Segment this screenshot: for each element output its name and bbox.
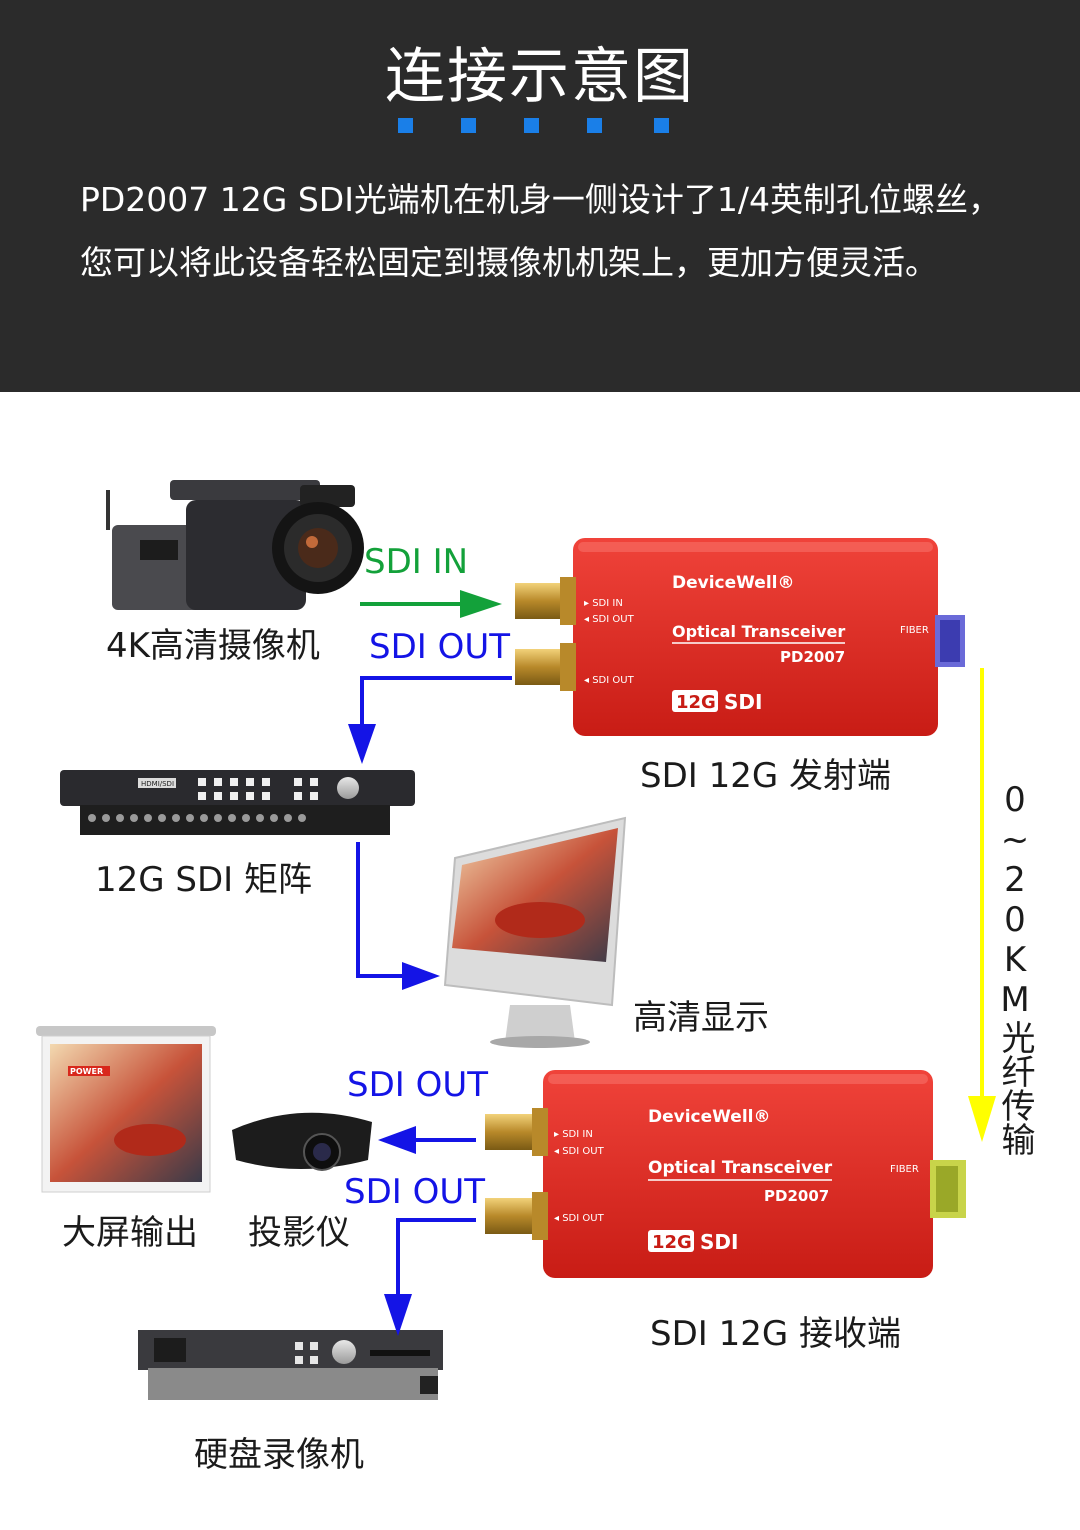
label-camera: 4K高清摄像机 [106, 626, 320, 666]
port-label-in: ▸ SDI IN [584, 598, 623, 609]
arrow-rx-to-projector [378, 1126, 476, 1154]
badge-sdi: SDI [700, 1230, 738, 1254]
port-label-out: ◂ SDI OUT [584, 675, 635, 686]
signal-sdi-out-rx-bottom: SDI OUT [344, 1172, 486, 1212]
projection-screen-image: POWER [36, 1026, 216, 1193]
projector-image [232, 1112, 372, 1171]
model-name: PD2007 [764, 1187, 829, 1205]
label-matrix: 12G SDI 矩阵 [95, 860, 313, 900]
arrow-matrix-to-monitor [356, 842, 440, 990]
label-receiver: SDI 12G 接收端 [650, 1314, 902, 1354]
label-fiber-distance: 0~20KM光纤传输 [995, 780, 1035, 1156]
accent-dot [461, 118, 476, 133]
accent-dot [524, 118, 539, 133]
port-label-out: ◂ SDI OUT [554, 1146, 605, 1157]
matrix-badge: HDMI/SDI [141, 780, 174, 788]
description: PD2007 12G SDI光端机在机身一侧设计了1/4英制孔位螺丝，您可以将此… [80, 180, 1002, 282]
signal-sdi-in: SDI IN [364, 542, 469, 582]
label-monitor: 高清显示 [633, 998, 769, 1038]
brand-logo: DeviceWell® [648, 1107, 771, 1127]
monitor-image [443, 816, 627, 1048]
port-label-out: ◂ SDI OUT [584, 614, 635, 625]
product-name: Optical Transceiver [648, 1158, 833, 1178]
signal-sdi-out-rx-top: SDI OUT [347, 1065, 489, 1105]
arrow-rx-to-recorder [384, 1218, 476, 1336]
recorder-image [138, 1330, 443, 1400]
label-big-screen: 大屏输出 [62, 1213, 198, 1253]
label-transmitter: SDI 12G 发射端 [640, 756, 892, 796]
screen-badge: POWER [70, 1067, 103, 1076]
matrix-image: HDMI/SDI [60, 770, 415, 835]
camera-image [106, 480, 364, 610]
accent-dot [587, 118, 602, 133]
title-dots [398, 118, 684, 134]
badge-sdi: SDI [724, 690, 762, 714]
badge-12g: 12G [676, 692, 716, 713]
model-name: PD2007 [780, 648, 845, 666]
product-name: Optical Transceiver [672, 622, 845, 641]
header-banner: 连接示意图 PD2007 12G SDI光端机在机身一侧设计了1/4英制孔位螺丝… [0, 0, 1080, 392]
fiber-port-label: FIBER [900, 625, 929, 636]
badge-12g: 12G [652, 1232, 692, 1253]
arrow-tx-to-matrix [348, 676, 512, 764]
arrow-sdi-in [360, 590, 502, 618]
port-label-out: ◂ SDI OUT [554, 1213, 605, 1224]
brand-logo: DeviceWell® [672, 573, 795, 593]
receiver-device: DeviceWell® ▸ SDI IN ◂ SDI OUT ◂ SDI OUT… [485, 1070, 966, 1278]
port-label-in: ▸ SDI IN [554, 1129, 593, 1140]
signal-sdi-out-tx: SDI OUT [369, 627, 511, 667]
arrow-fiber-link [968, 668, 996, 1142]
accent-dot [398, 118, 413, 133]
page-title: 连接示意图 [385, 42, 695, 112]
accent-dot [654, 118, 669, 133]
fiber-port-label: FIBER [890, 1164, 919, 1175]
label-recorder: 硬盘录像机 [194, 1435, 364, 1475]
label-projector: 投影仪 [248, 1213, 350, 1253]
transmitter-device: DeviceWell® ▸ SDI IN ◂ SDI OUT ◂ SDI OUT… [515, 538, 965, 736]
